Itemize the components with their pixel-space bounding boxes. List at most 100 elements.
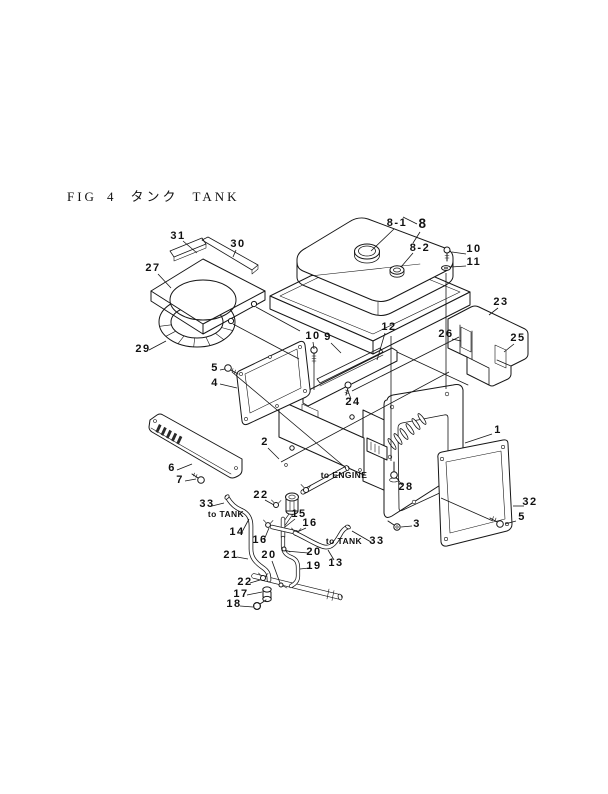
leader-line <box>271 560 281 584</box>
callout-14: 14 <box>229 526 244 538</box>
callout-5l: 5 <box>211 362 219 374</box>
clip-20 <box>278 582 288 589</box>
callout-2: 2 <box>261 436 269 448</box>
callout-20b: 20 <box>306 546 321 558</box>
leader-line <box>211 502 225 507</box>
top-cover-27 <box>150 258 266 335</box>
bolt-28 <box>389 461 399 483</box>
seal-strip-31 <box>169 237 207 262</box>
callout-10r: 10 <box>466 243 481 255</box>
hose-clamp <box>300 484 312 493</box>
leader-line <box>296 527 307 533</box>
leader-line <box>249 579 261 584</box>
callout-16a: 16 <box>302 517 317 529</box>
leader-line <box>395 476 403 486</box>
callout-33l: 33 <box>199 498 214 510</box>
leader-line <box>157 273 172 289</box>
bolt-5-right <box>489 516 504 528</box>
leader-line <box>312 341 315 350</box>
callout-19: 19 <box>306 560 321 572</box>
callout-18: 18 <box>226 598 241 610</box>
callout-13: 13 <box>328 557 343 569</box>
callout-4: 4 <box>211 377 219 389</box>
leader-line <box>264 499 275 506</box>
bolt-24 <box>344 381 352 396</box>
leader-line <box>327 549 335 561</box>
leader-line <box>450 265 467 268</box>
leader-line <box>246 591 263 596</box>
cover-bolt <box>227 317 235 325</box>
tank-hose-14-21 <box>224 494 272 583</box>
leader-line <box>184 478 197 482</box>
callout-30: 30 <box>230 238 245 250</box>
callout-17: 17 <box>233 588 248 600</box>
leader-line <box>412 231 421 244</box>
callout-3: 3 <box>413 518 421 530</box>
fuel-filter-15-cluster <box>282 492 299 526</box>
callout-24: 24 <box>345 396 360 408</box>
figure-number: 4 <box>106 189 117 204</box>
callout-33r: 33 <box>369 535 384 547</box>
leader-line <box>503 343 515 353</box>
figure-label: FIG <box>67 189 97 204</box>
leader-line <box>232 249 237 258</box>
callout-26: 26 <box>438 328 453 340</box>
leader-line <box>219 368 226 371</box>
leader-line <box>285 550 309 554</box>
leader-line <box>347 390 352 400</box>
leader-line <box>284 518 296 528</box>
elbow-17 <box>262 586 272 603</box>
clamp-22 <box>271 499 282 508</box>
leader-line <box>176 463 193 471</box>
engine-hose <box>300 465 350 495</box>
callout-5r: 5 <box>518 511 526 523</box>
leader-line <box>451 338 462 342</box>
callout-1: 1 <box>494 424 502 436</box>
leader-line <box>451 251 467 255</box>
callout-31: 31 <box>170 230 185 242</box>
callout-27: 27 <box>145 262 160 274</box>
callout-12: 12 <box>381 321 396 333</box>
callout-6: 6 <box>168 462 176 474</box>
bracket-6 <box>148 413 243 484</box>
filler-cap-8-1 <box>354 243 380 264</box>
part-name-japanese: タンク <box>130 189 179 204</box>
screen-26 <box>460 326 472 353</box>
callout-10m: 10 <box>305 330 320 342</box>
leader-line <box>148 340 167 351</box>
callout-21: 21 <box>223 549 238 561</box>
leader-line <box>299 567 310 570</box>
leader-line <box>219 383 238 389</box>
callout-22a: 22 <box>253 489 268 501</box>
callout-8-1: 8-1 <box>387 217 407 229</box>
bolt-10 <box>443 246 451 262</box>
callout-8: 8 <box>418 216 427 231</box>
leader-line <box>400 252 414 268</box>
seal-strip-9 <box>316 347 384 387</box>
model-plate <box>366 437 388 461</box>
callout-9: 9 <box>324 331 332 343</box>
leader-line <box>402 216 418 225</box>
callout-25: 25 <box>510 332 525 344</box>
callout-22b: 22 <box>237 576 252 588</box>
left-mesh-panel-4 <box>224 340 311 426</box>
cover-bolt <box>250 300 258 308</box>
screw-10 <box>310 346 318 364</box>
side-panel-1 <box>366 384 464 531</box>
leader-line <box>241 518 250 533</box>
leader-line <box>182 240 198 254</box>
washer-11 <box>441 265 451 271</box>
clamp-16 <box>263 519 274 528</box>
leader-line <box>400 525 413 528</box>
screen-25 <box>494 344 507 369</box>
callout-7: 7 <box>176 474 184 486</box>
tube-19 <box>280 535 301 589</box>
tank-hose-13 <box>292 524 351 550</box>
part-name-english: TANK <box>192 189 240 204</box>
callout-32: 32 <box>522 496 537 508</box>
bracket-louvers <box>155 424 183 445</box>
bolt-18 <box>253 599 267 610</box>
callout-16b: 16 <box>252 534 267 546</box>
figure-title: FIG 4 タンク TANK <box>67 186 240 205</box>
